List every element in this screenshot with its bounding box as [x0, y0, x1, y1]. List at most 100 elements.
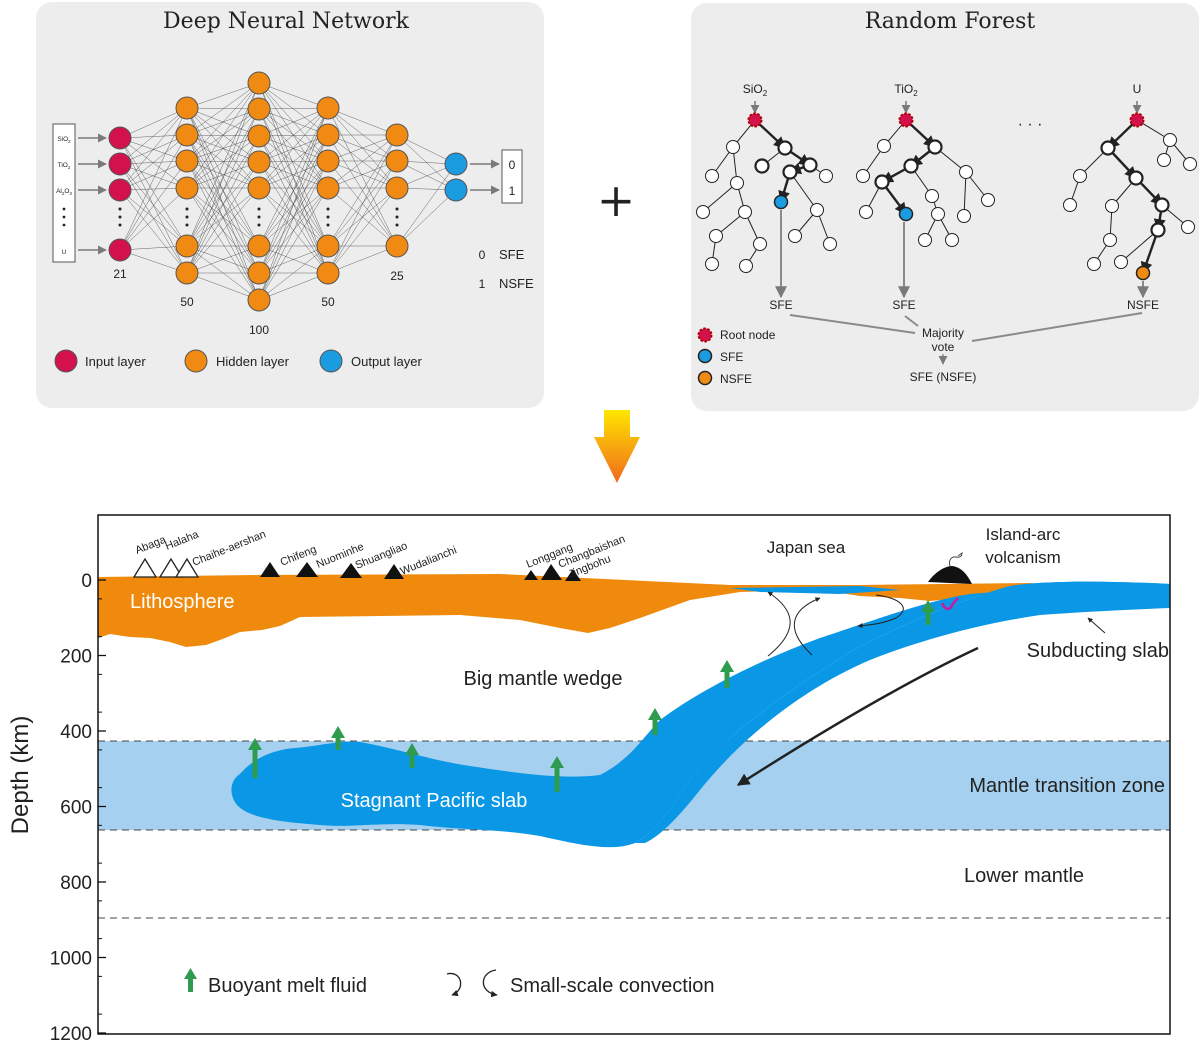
rf-panel: Random Forest SiO2 TiO2 U · · · SFE SFE … [691, 3, 1199, 411]
dnn-node-layer2-7 [247, 288, 271, 312]
dnn-node-layer3-3 [316, 176, 340, 200]
filled-volcano-triangles [260, 562, 581, 581]
dnn-node-layer1-5 [175, 261, 199, 285]
rf-legend-nsfe-swatch [697, 370, 713, 386]
dnn-node-layer0-3 [108, 238, 132, 262]
tree-1-node-0 [747, 112, 763, 128]
depth-tick-label: 0 [81, 571, 92, 592]
volcano-shuangliao-icon [340, 563, 362, 578]
rf-legend-root-swatch [697, 327, 713, 343]
legend-input-label: Input layer [85, 354, 146, 369]
dnn-node-layer3-1 [316, 123, 340, 147]
melt-arrows [248, 600, 935, 792]
tree-2-node-8 [859, 205, 873, 219]
tree-3-node-5 [1157, 153, 1171, 167]
output-label-1: 1 [509, 184, 516, 198]
lithosphere-layer [98, 574, 1060, 647]
dnn-node-layer0-2 [108, 178, 132, 202]
output-label-0: 0 [509, 158, 516, 172]
input-feature-box [52, 123, 76, 263]
buoyant-melt-arrow-icon [550, 756, 564, 792]
depth-tick-label: 200 [60, 647, 92, 668]
tree-1-node-4 [730, 176, 744, 190]
down-arrow-icon [594, 410, 640, 483]
tree-3-node-13 [1087, 257, 1101, 271]
tree-1-output: SFE [769, 298, 792, 312]
tree-1-node-6 [802, 157, 818, 173]
label-stagnant-pacific-slab: Stagnant Pacific slab [341, 790, 528, 812]
input-arrows [78, 133, 107, 255]
buoyant-melt-arrow-icon [720, 660, 734, 688]
dnn-node-layer2-6 [247, 261, 271, 285]
vote-lines [789, 312, 1143, 365]
tree-1-node-14 [709, 229, 723, 243]
mantle-convection-arrows [767, 591, 904, 657]
tree-3-node-15 [1114, 255, 1128, 269]
dnn-node-layer3-5 [316, 261, 340, 285]
volcano-halaha-icon [158, 557, 184, 578]
class-name-1: NSFE [499, 276, 534, 291]
dnn-node-layer2-3 [247, 150, 271, 174]
dnn-node-layer3-4 [316, 234, 340, 258]
tree-1-node-11 [810, 203, 824, 217]
legend-output-label: Output layer [351, 354, 422, 369]
dnn-node-layer5-0 [444, 152, 468, 176]
input-feature-tio2: TiO2 [58, 162, 71, 170]
dnn-nodes [108, 71, 468, 312]
rf-legend-sfe-swatch [697, 348, 713, 364]
label-lower-mantle: Lower mantle [964, 865, 1084, 887]
tree-3-root-feature: U [1133, 82, 1142, 96]
decision-tree-2 [856, 101, 995, 299]
tree-3-node-14 [1181, 220, 1195, 234]
rf-ellipsis: · · · [1018, 116, 1043, 133]
plus-sign: + [597, 173, 636, 227]
dnn-node-layer0-1 [108, 152, 132, 176]
tree-2-node-5 [959, 165, 973, 179]
input-feature-al2o3: Al2O3 [56, 188, 72, 196]
tree-2-output: SFE [892, 298, 915, 312]
tree-1-node-10 [773, 194, 789, 210]
buoyant-melt-arrow-icon [648, 708, 662, 735]
tree-3-node-10 [1150, 222, 1166, 238]
volcano-changbaishan-icon [541, 564, 562, 580]
legend-melt-label: Buoyant melt fluid [208, 975, 367, 997]
decision-tree-1 [696, 101, 837, 299]
tree-3-node-8 [1154, 197, 1170, 213]
input-feature-sio2: SiO2 [57, 136, 71, 144]
tree-1-node-1 [726, 140, 740, 154]
dnn-node-layer2-0 [247, 71, 271, 95]
tree-3-node-11 [1135, 265, 1151, 281]
rf-title: Random Forest [865, 9, 1036, 34]
cross-section-frame [97, 514, 1171, 1035]
dnn-node-layer1-0 [175, 96, 199, 120]
tree-1-node-17 [753, 237, 767, 251]
legend-melt-arrow-icon [184, 968, 197, 992]
dnn-title: Deep Neural Network [163, 9, 410, 34]
tree-1-node-7 [696, 205, 710, 219]
dnn-node-layer2-5 [247, 234, 271, 258]
rf-legend-sfe-label: SFE [720, 350, 743, 364]
volcano-longgang-icon [524, 570, 538, 580]
depth-tick-label: 1200 [50, 1024, 92, 1045]
buoyant-melt-arrow-icon [405, 743, 419, 768]
rf-panel-background [691, 3, 1199, 411]
label-volcanism: volcanism [985, 548, 1061, 567]
dnn-panel-background [36, 2, 544, 408]
tree-1-node-2 [777, 140, 793, 156]
subduction-direction-arrow [736, 646, 979, 787]
buoyant-melt-arrow-icon [331, 726, 345, 750]
tree-3-node-1 [1100, 140, 1116, 156]
legend-output-swatch [319, 349, 343, 373]
tree-1-node-12 [819, 169, 833, 183]
buoyant-melt-arrow-icon [248, 738, 262, 778]
depth-tick-label: 1000 [50, 949, 92, 970]
tree-1-root-feature: SiO2 [743, 82, 768, 98]
volcano-name-chifeng: Chifeng [279, 543, 319, 568]
class-code-0: 0 [479, 248, 486, 262]
island-arc-volcano-icon [928, 566, 972, 584]
vote-result: SFE (NSFE) [910, 370, 977, 384]
label-big-mantle-wedge: Big mantle wedge [464, 668, 623, 690]
dnn-panel: Deep Neural Network SiO2 TiO2 Al2O3 U 21… [36, 2, 544, 408]
layer-size-hidden-1: 50 [180, 295, 194, 309]
